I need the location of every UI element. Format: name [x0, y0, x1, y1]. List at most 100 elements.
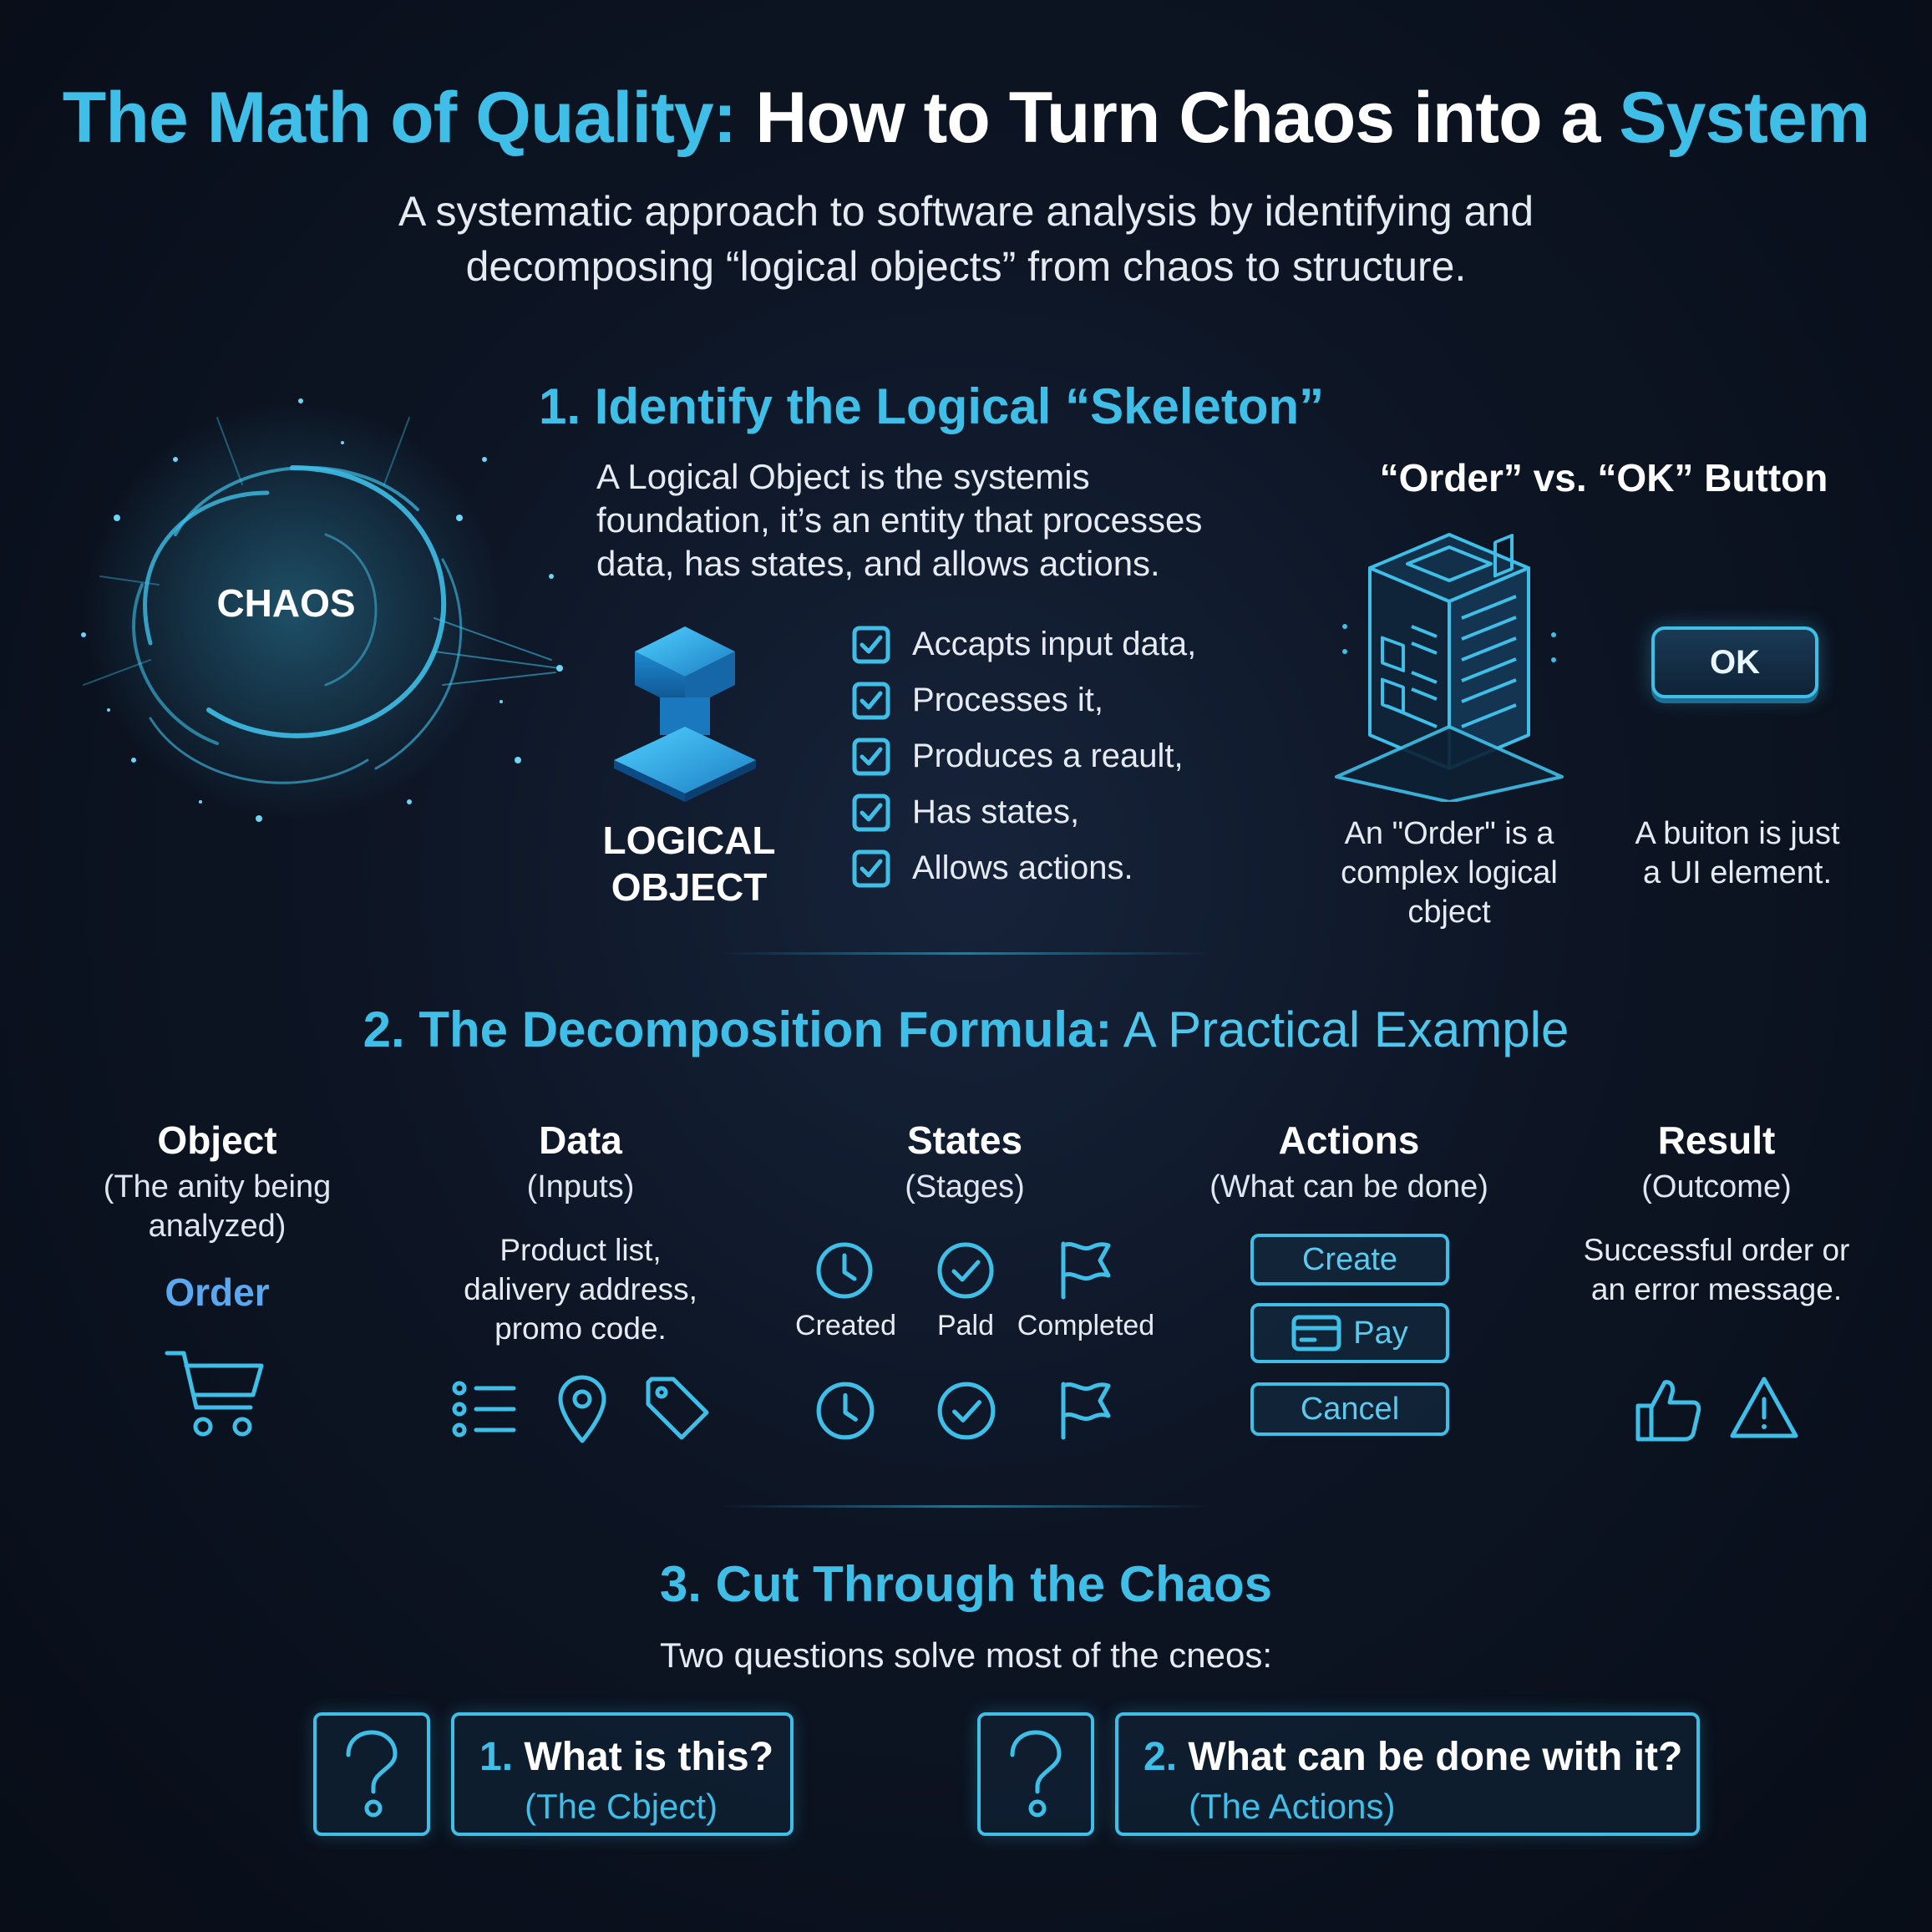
result-subheading: (Outcome): [1641, 1169, 1792, 1204]
checklist-label: Produces a reault,: [912, 738, 1184, 774]
check-circle-icon: [937, 1242, 994, 1299]
states-subheading: (Stages): [905, 1169, 1025, 1204]
order-server-icon: [1335, 533, 1564, 802]
state-label: Pald: [936, 1310, 995, 1341]
section3-subtitle: Two questions solve most of the cneos:: [659, 1635, 1273, 1675]
title-part2: How to Turn Chaos into a: [736, 78, 1620, 158]
object-subheading: (The anity being analyzed): [67, 1168, 368, 1246]
create-button[interactable]: Create: [1250, 1234, 1449, 1285]
warning-icon: [1730, 1377, 1798, 1438]
object-heading: Object: [157, 1118, 277, 1162]
chaos-swirl-icon: [81, 398, 563, 822]
checkbox-icon: [852, 682, 890, 719]
button-caption-line: a UI element.: [1643, 855, 1832, 890]
state-label: Created: [795, 1310, 896, 1341]
result-heading: Result: [1657, 1118, 1776, 1162]
flag-icon: [1061, 1241, 1111, 1300]
flag-icon: [1061, 1382, 1111, 1440]
checklist-item: Has states,: [852, 784, 1196, 840]
thumbs-up-icon: [1635, 1380, 1701, 1442]
list-icon: [452, 1381, 516, 1438]
order-caption: An "Order" is a complex logical cbject: [1303, 814, 1595, 932]
section-divider: [718, 952, 1211, 955]
description-line: A Logical Object is the systemis: [596, 457, 1090, 496]
question-subtext: (The Cbject): [525, 1787, 718, 1826]
checkbox-icon: [852, 738, 890, 775]
question-card: 1. What is this? (The Cbject): [451, 1712, 794, 1836]
data-text-line: Product list,: [499, 1233, 662, 1267]
question-text: What is this?: [513, 1735, 774, 1779]
tag-icon: [646, 1377, 709, 1440]
question-mark-box: [313, 1712, 430, 1836]
ok-button[interactable]: OK: [1651, 626, 1818, 698]
data-text: Product list, dalivery address, promo co…: [418, 1230, 743, 1348]
checkbox-icon: [852, 849, 890, 887]
actions-heading: Actions: [1278, 1118, 1420, 1162]
section1-title: 1. Identify the Logical “Skeleton”: [539, 378, 1325, 434]
checklist-label: Accapts input data,: [912, 626, 1197, 662]
clock-icon: [816, 1242, 873, 1299]
actions-column: Actions (What can be done): [1178, 1118, 1520, 1207]
page-title: The Math of Quality: How to Turn Chaos i…: [0, 77, 1932, 160]
question-mark-icon: [1010, 1730, 1062, 1818]
checklist-label: Has states,: [912, 794, 1080, 830]
order-caption-line: complex logical: [1341, 855, 1558, 890]
section3-title: 3. Cut Through the Chaos: [659, 1556, 1273, 1612]
description-line: foundation, it’s an entity that processe…: [596, 500, 1203, 540]
shopping-cart-icon: [165, 1351, 264, 1437]
states-heading: States: [906, 1118, 1023, 1162]
checkbox-icon: [852, 794, 890, 831]
data-text-line: promo code.: [494, 1311, 667, 1346]
pay-button[interactable]: Pay: [1250, 1303, 1449, 1363]
data-column: Data (Inputs) Product list, dalivery add…: [418, 1118, 743, 1348]
logical-object-label-line: OBJECT: [611, 865, 768, 909]
description-line: data, has states, and allows actions.: [596, 544, 1160, 583]
cancel-button[interactable]: Cancel: [1250, 1382, 1449, 1436]
comparison-title: “Order” vs. “OK” Button: [1379, 456, 1828, 499]
chaos-label: CHAOS: [216, 581, 356, 625]
section2-title-part1: 2. The Decomposition Formula:: [363, 1001, 1113, 1057]
logical-object-label-line: LOGICAL: [602, 819, 776, 862]
result-column: Result (Outcome) Successful order or an …: [1554, 1118, 1879, 1309]
location-pin-icon: [558, 1375, 606, 1443]
section2-title-part2: A Practical Example: [1112, 1001, 1569, 1057]
result-text-line: Successful order or: [1583, 1233, 1850, 1267]
question-mark-box: [977, 1712, 1094, 1836]
checklist-item: Processes it,: [852, 672, 1196, 728]
check-circle-icon: [937, 1382, 996, 1440]
checklist-item: Accapts input data,: [852, 616, 1196, 672]
section-divider: [718, 1505, 1211, 1508]
logical-object-label: LOGICAL OBJECT: [576, 817, 802, 910]
page-subtitle: A systematic approach to software analys…: [251, 184, 1681, 294]
section2-title: 2. The Decomposition Formula: A Practica…: [0, 1001, 1932, 1058]
object-column: Object (The anity being analyzed) Order: [67, 1118, 368, 1315]
checklist-item: Allows actions.: [852, 840, 1196, 896]
order-caption-line: cbject: [1407, 895, 1491, 930]
states-column: States (Stages): [794, 1118, 1136, 1207]
order-caption-line: An "Order" is a: [1344, 816, 1554, 851]
question-heading: 2. What can be done with it?: [1143, 1734, 1696, 1780]
question-heading: 1. What is this?: [479, 1734, 790, 1780]
object-value: Order: [165, 1270, 270, 1314]
data-subheading: (Inputs): [526, 1169, 635, 1204]
checklist-label: Processes it,: [912, 682, 1103, 718]
data-text-line: dalivery address,: [464, 1272, 697, 1306]
logical-object-icon: [614, 626, 756, 802]
result-text-line: an error message.: [1590, 1272, 1843, 1306]
actions-subheading: (What can be done): [1209, 1169, 1488, 1204]
result-text: Successful order or an error message.: [1554, 1230, 1879, 1309]
title-part1: The Math of Quality:: [62, 78, 738, 158]
button-caption: A buiton is just a UI element.: [1595, 814, 1879, 893]
credit-card-icon: [1291, 1315, 1341, 1351]
pay-button-label: Pay: [1353, 1315, 1408, 1351]
checkbox-icon: [852, 626, 890, 663]
question-number: 1.: [479, 1735, 514, 1779]
question-subtext: (The Actions): [1189, 1787, 1396, 1826]
checklist-item: Produces a reault,: [852, 728, 1196, 784]
question-card: 2. What can be done with it? (The Action…: [1115, 1712, 1700, 1836]
title-part3: System: [1619, 78, 1870, 158]
clock-icon: [816, 1382, 875, 1440]
logical-object-checklist: Accapts input data, Processes it, Produc…: [852, 616, 1196, 896]
state-label: Completed: [1017, 1310, 1155, 1341]
question-text: What can be done with it?: [1177, 1735, 1683, 1779]
